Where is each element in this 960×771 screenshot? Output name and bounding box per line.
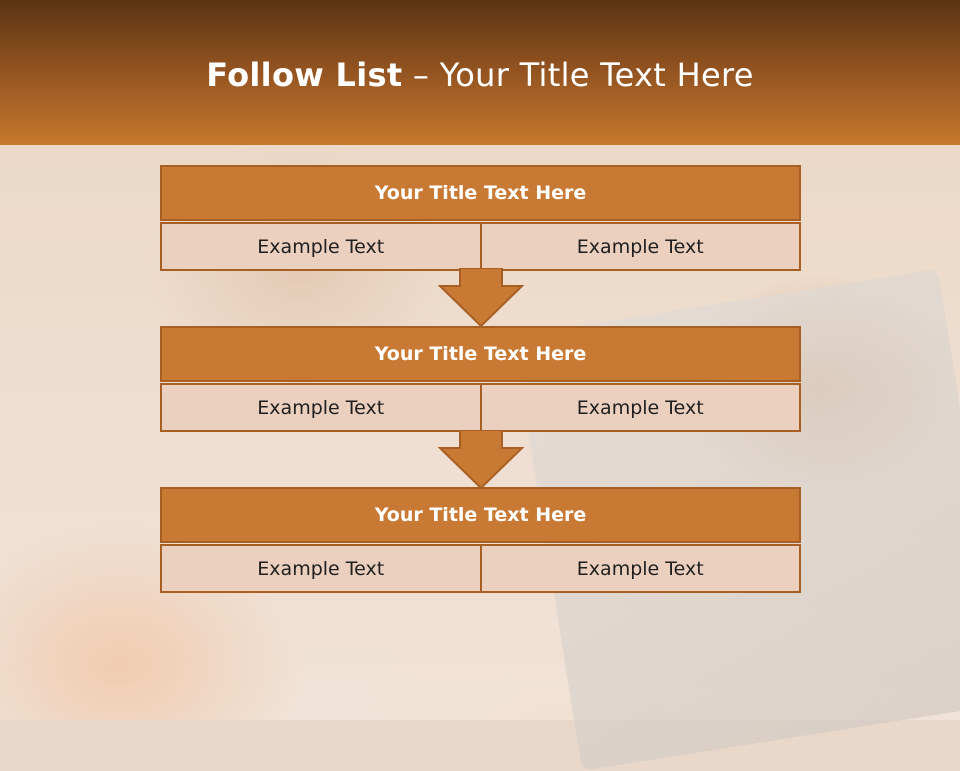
flow-block-row: Example Text Example Text <box>160 383 801 432</box>
flow-block-3: Your Title Text Here Example Text Exampl… <box>160 487 801 593</box>
flow-block-row: Example Text Example Text <box>160 222 801 271</box>
title-bar: Follow List – Your Title Text Here <box>0 0 960 145</box>
flow-block-cell-right: Example Text <box>481 222 801 271</box>
flow-block-cell-right: Example Text <box>481 383 801 432</box>
flow-block-title: Your Title Text Here <box>160 326 801 382</box>
flow-block-cell-left: Example Text <box>160 383 482 432</box>
slide-title-rest: – Your Title Text Here <box>402 56 754 94</box>
slide-title-bold: Follow List <box>206 56 403 94</box>
flow-block-cell-right: Example Text <box>481 544 801 593</box>
flow-block-2: Your Title Text Here Example Text Exampl… <box>160 326 801 432</box>
down-arrow-icon <box>438 430 524 490</box>
flow-block-cell-left: Example Text <box>160 544 482 593</box>
flow-block-title: Your Title Text Here <box>160 487 801 543</box>
flow-block-row: Example Text Example Text <box>160 544 801 593</box>
flow-block-1: Your Title Text Here Example Text Exampl… <box>160 165 801 271</box>
flow-block-title: Your Title Text Here <box>160 165 801 221</box>
flow-block-cell-left: Example Text <box>160 222 482 271</box>
down-arrow-icon <box>438 268 524 328</box>
slide-title: Follow List – Your Title Text Here <box>0 56 960 94</box>
